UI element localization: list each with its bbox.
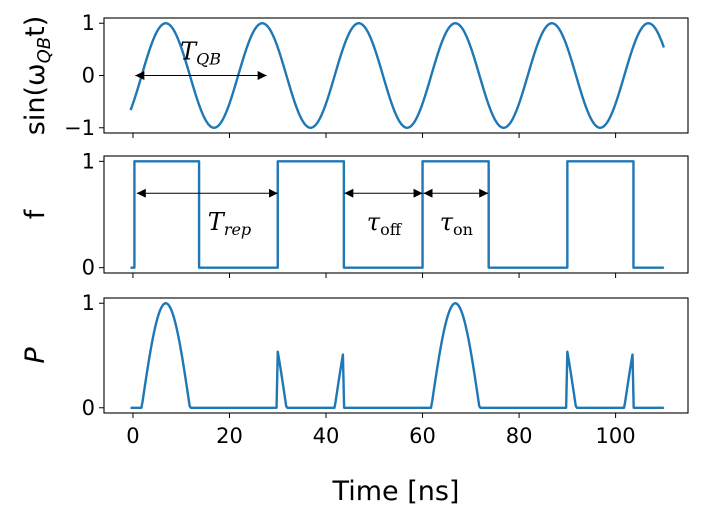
panel-P-frame	[103, 297, 689, 414]
panel-sin-ytick-label: 1	[82, 11, 95, 35]
x-tick-label: 60	[409, 424, 436, 448]
x-tick-label: 0	[126, 424, 139, 448]
panel-f-ytick-label: 0	[82, 256, 95, 280]
panel-sin-ytick-label: −1	[64, 116, 95, 140]
x-axis-label: Time [ns]	[332, 476, 460, 507]
panel-sin-ytick-label: 0	[82, 64, 95, 88]
panel-P-ytick-label: 0	[82, 396, 95, 420]
annotation-label-QB: TQB	[180, 37, 221, 68]
panel-sin: −1 0 1 sin(ωQBt) TQB	[20, 11, 689, 140]
x-tick-label: 80	[506, 424, 533, 448]
panel-P-ytick-label: 1	[82, 291, 95, 315]
annotation-label-off: τoff	[367, 208, 403, 239]
x-tick-label: 20	[216, 424, 243, 448]
panel-f: 0 1 f Trep τoff τon	[20, 149, 689, 280]
annotation-label-rep: Trep	[208, 208, 251, 239]
annotation-label-on: τon	[440, 208, 473, 239]
panel-P-series-line	[130, 302, 664, 409]
x-tick-label: 40	[313, 424, 340, 448]
x-tick-label: 100	[596, 424, 636, 448]
panel-f-series-line	[130, 160, 664, 269]
panel-sin-ylabel: sin(ωQBt)	[20, 16, 55, 135]
panel-P-ylabel: P	[20, 347, 51, 364]
panel-f-ytick-label: 1	[82, 149, 95, 173]
panel-f-ylabel: f	[20, 208, 51, 219]
panel-f-frame	[103, 155, 689, 274]
panel-sin-series-line	[129, 22, 665, 129]
